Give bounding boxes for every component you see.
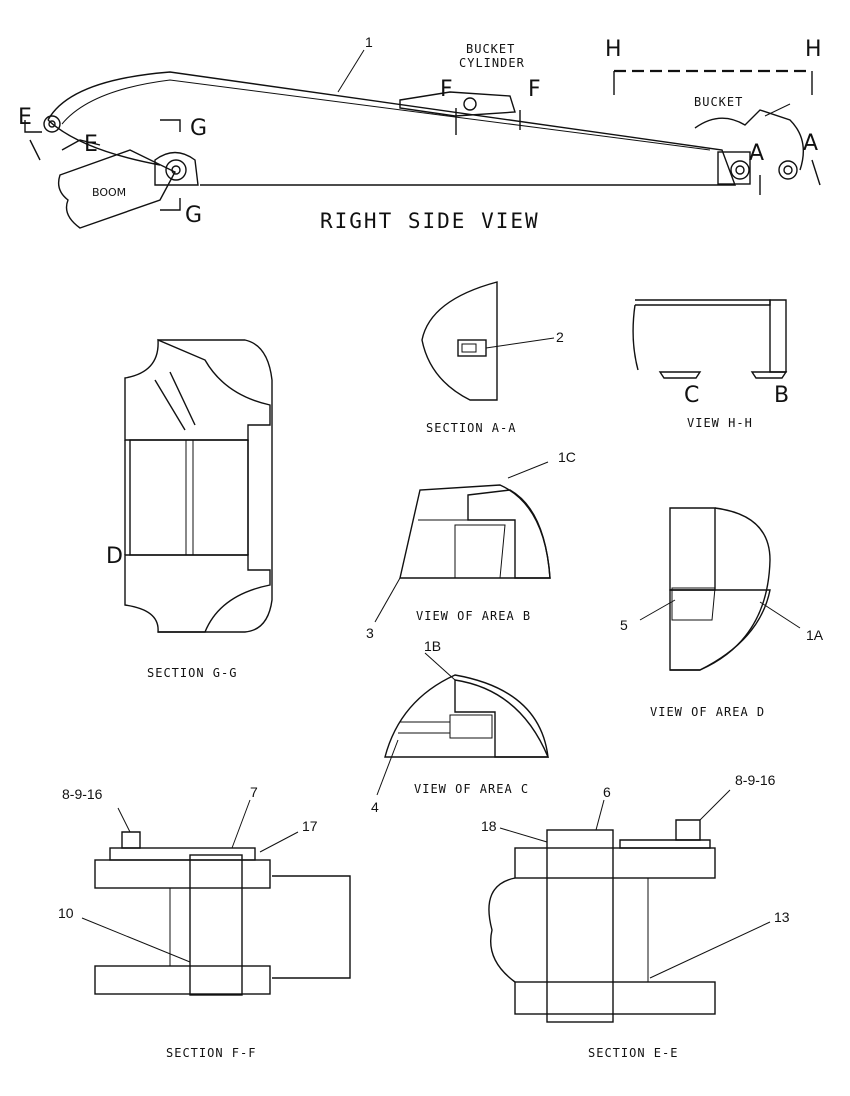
callout-3: 3 [366,625,374,641]
section-g-marker-bottom: G [185,203,202,228]
callout-17: 17 [302,818,318,834]
section-h-marker-left: H [605,37,622,62]
view-area-d: 5 1A VIEW OF AREA D [620,507,824,719]
view-hh: C B VIEW H-H [632,299,789,430]
section-f-marker-right: F [528,77,541,102]
section-ee-caption: SECTION E-E [588,1046,678,1060]
callout-7: 7 [250,784,258,800]
section-a-marker-left: A [749,141,764,166]
view-area-d-caption: VIEW OF AREA D [650,705,765,719]
callout-1a: 1A [806,627,824,643]
callout-5: 5 [620,617,628,633]
view-area-b-caption: VIEW OF AREA B [416,609,531,623]
section-gg-caption: SECTION G-G [147,666,237,680]
callout-6: 6 [603,784,611,800]
section-e-marker-right: E [84,132,98,157]
section-ee-callout-8-9-16: 8-9-16 [735,772,776,788]
section-h-marker-right: H [805,37,822,62]
section-a-marker-right: A [803,131,818,156]
right-side-view-title: RIGHT SIDE VIEW [320,209,540,233]
view-area-c: 1B 4 VIEW OF AREA C [371,638,550,815]
section-aa-caption: SECTION A-A [426,421,516,435]
boom-label: BOOM [92,186,126,199]
callout-13: 13 [774,909,790,925]
callout-1b: 1B [424,638,441,654]
section-gg-label-d: D [106,544,123,569]
callout-1c: 1C [558,449,576,465]
section-aa: 2 SECTION A-A [421,281,564,435]
section-ee: 6 8-9-16 18 13 SECTION E-E [481,772,790,1060]
callout-10: 10 [58,905,74,921]
bucket-cylinder-label: BUCKET [466,42,515,56]
section-g-marker-top: G [190,116,207,141]
callout-1: 1 [365,34,373,50]
section-ff-caption: SECTION F-F [166,1046,256,1060]
section-ff-callout-8-9-16: 8-9-16 [62,786,103,802]
section-gg: D SECTION G-G [106,338,273,680]
view-area-b: 1C 3 VIEW OF AREA B [366,449,576,641]
callout-18: 18 [481,818,497,834]
view-hh-label-c: C [684,383,699,408]
view-area-c-caption: VIEW OF AREA C [414,782,529,796]
view-hh-caption: VIEW H-H [687,416,753,430]
section-ff: 8-9-16 7 17 10 SECTION F-F [58,784,351,1060]
section-e-marker-left: E [18,105,32,130]
callout-4: 4 [371,799,379,815]
callout-2: 2 [556,329,564,345]
right-side-view: 1 BUCKET CYLINDER BUCKET BOOM E E F F G … [18,34,822,233]
view-hh-label-b: B [774,383,789,408]
bucket-label: BUCKET [694,95,743,109]
section-f-marker-left: F [440,77,453,102]
bucket-cylinder-label-2: CYLINDER [459,56,525,70]
